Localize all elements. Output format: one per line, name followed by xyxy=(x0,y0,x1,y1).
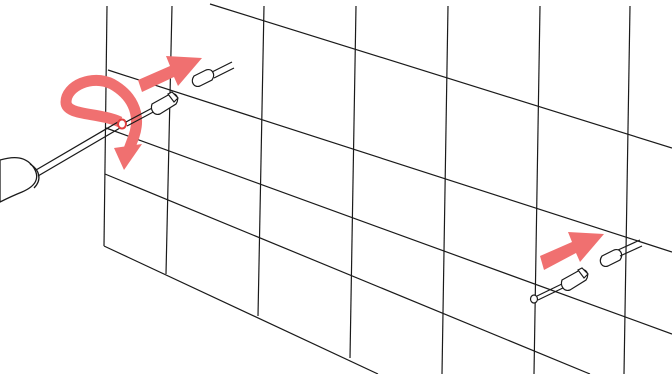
grout-vertical-6 xyxy=(623,5,631,374)
grout-diagonal-2 xyxy=(107,69,672,253)
screw-head-right xyxy=(529,294,539,304)
push-arrow-icon xyxy=(540,232,604,270)
push-arrow-icon xyxy=(138,56,202,92)
grout-diagonal-1 xyxy=(209,3,672,149)
grout-vertical-4 xyxy=(441,5,449,374)
rotate-arrow-head xyxy=(114,144,142,170)
anchor-collar-right xyxy=(577,267,589,279)
rotate-arrow-arc xyxy=(60,74,143,154)
grout-diagonal-4 xyxy=(104,173,591,374)
screwdriver-shaft-top xyxy=(35,121,119,171)
push-arrow-top xyxy=(138,56,202,92)
wall-plug-top-body xyxy=(191,69,215,87)
wall-left-edge xyxy=(103,5,108,247)
screw-shank-left-2 xyxy=(126,109,158,127)
wall-plug-top-bore-2 xyxy=(213,67,235,79)
grout-vertical-3 xyxy=(349,5,357,359)
screwdriver-tip-ring xyxy=(117,118,127,130)
wall-plug-top-bore-1 xyxy=(211,61,233,73)
wall-plug-right-bore-2 xyxy=(619,245,643,257)
screw-assembly-left xyxy=(125,91,179,127)
anchor-collar-left xyxy=(167,91,179,103)
wall-plug-right-bore-1 xyxy=(617,239,641,251)
wall-plug-right-body xyxy=(599,249,623,267)
screwdriver-shaft-bottom xyxy=(37,127,121,177)
wall-bottom-edge xyxy=(103,245,379,374)
wall-plug-right xyxy=(599,239,643,267)
wall-plug-top xyxy=(191,61,235,87)
screwdriver xyxy=(0,118,127,203)
tile-wall xyxy=(103,3,672,374)
grout-vertical-5 xyxy=(533,5,541,374)
screw-shank-right-2 xyxy=(537,285,568,301)
screw-assembly-right xyxy=(529,267,589,304)
screwdriver-handle xyxy=(0,156,38,203)
rotate-clockwise-icon xyxy=(60,74,143,170)
grout-diagonal-3 xyxy=(105,127,672,335)
grout-vertical-1 xyxy=(165,5,173,275)
grout-vertical-2 xyxy=(257,5,265,317)
push-arrow-right xyxy=(540,232,604,270)
